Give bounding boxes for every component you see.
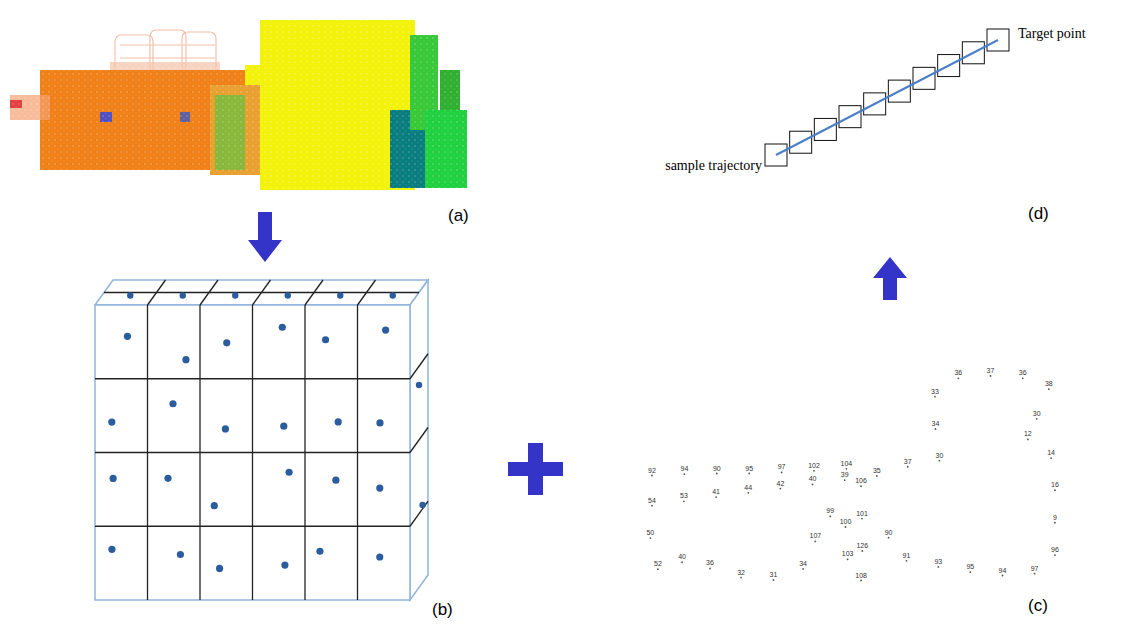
point-value: 95 bbox=[966, 563, 974, 570]
point-value: 93 bbox=[934, 558, 942, 565]
point-value: 90 bbox=[885, 529, 893, 536]
point-value: 101 bbox=[856, 510, 868, 517]
point-value: 31 bbox=[770, 571, 778, 578]
point-value: 102 bbox=[808, 462, 820, 469]
point-value: 39 bbox=[841, 471, 849, 478]
panel-label: (c) bbox=[1028, 596, 1048, 616]
voxel-grid bbox=[95, 280, 428, 600]
point-value: 36 bbox=[706, 559, 714, 566]
panel-label: (a) bbox=[448, 206, 469, 226]
point-value: 96 bbox=[1051, 546, 1059, 553]
point-value: 36 bbox=[1019, 369, 1027, 376]
point-value: 91 bbox=[903, 552, 911, 559]
point-value: 94 bbox=[999, 567, 1007, 574]
target-label: Target point bbox=[1018, 26, 1086, 42]
trajectory bbox=[765, 29, 1009, 166]
point-value: 97 bbox=[778, 463, 786, 470]
point-value: 50 bbox=[646, 529, 654, 536]
point-value: 52 bbox=[654, 560, 662, 567]
point-value: 95 bbox=[745, 465, 753, 472]
point-value: 108 bbox=[855, 572, 867, 579]
point-value: 9 bbox=[1053, 514, 1057, 521]
point-value: 126 bbox=[856, 542, 868, 549]
point-value: 107 bbox=[810, 532, 822, 539]
trajectory-label: sample trajectory bbox=[665, 158, 762, 174]
point-value: 106 bbox=[855, 477, 867, 484]
point-value: 40 bbox=[809, 475, 817, 482]
point-value: 30 bbox=[1033, 410, 1041, 417]
point-value: 97 bbox=[1031, 565, 1039, 572]
point-value: 35 bbox=[873, 467, 881, 474]
point-value: 94 bbox=[680, 465, 688, 472]
panel-label: (b) bbox=[432, 600, 453, 620]
point-value: 34 bbox=[799, 560, 807, 567]
point-value: 34 bbox=[932, 420, 940, 427]
contour-points bbox=[649, 370, 1055, 581]
point-value: 14 bbox=[1047, 449, 1055, 456]
point-value: 92 bbox=[648, 467, 656, 474]
point-value: 53 bbox=[680, 492, 688, 499]
point-value: 40 bbox=[678, 553, 686, 560]
point-value: 37 bbox=[904, 458, 912, 465]
point-value: 90 bbox=[713, 465, 721, 472]
point-value: 41 bbox=[712, 488, 720, 495]
point-value: 104 bbox=[841, 460, 853, 467]
point-value: 37 bbox=[987, 367, 995, 374]
point-value: 12 bbox=[1024, 430, 1032, 437]
point-value: 103 bbox=[842, 550, 854, 557]
point-value: 42 bbox=[776, 480, 784, 487]
point-value: 33 bbox=[931, 388, 939, 395]
point-value: 38 bbox=[1045, 380, 1053, 387]
point-value: 54 bbox=[648, 497, 656, 504]
point-cloud bbox=[10, 20, 470, 195]
point-value: 99 bbox=[826, 507, 834, 514]
point-value: 32 bbox=[737, 569, 745, 576]
point-value: 16 bbox=[1051, 481, 1059, 488]
point-value: 30 bbox=[936, 452, 944, 459]
point-value: 36 bbox=[954, 369, 962, 376]
point-value: 100 bbox=[840, 518, 852, 525]
panel-label: (d) bbox=[1028, 204, 1049, 224]
point-value: 44 bbox=[744, 484, 752, 491]
